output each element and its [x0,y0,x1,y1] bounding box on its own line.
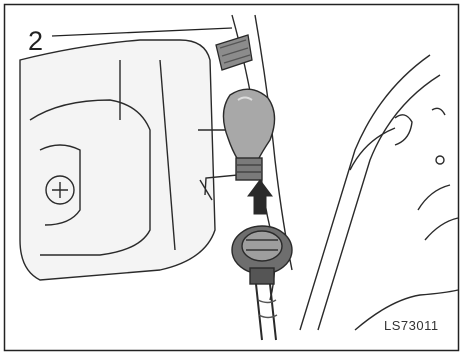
connector [216,35,252,70]
socket [232,226,292,340]
vehicle-body-panel [300,55,458,330]
leader-line [52,28,232,36]
figure-code: LS73011 [384,318,439,333]
step-number: 2 [28,26,43,57]
insert-arrow [248,180,272,214]
lamp-housing [20,40,215,280]
bulb [223,89,274,180]
